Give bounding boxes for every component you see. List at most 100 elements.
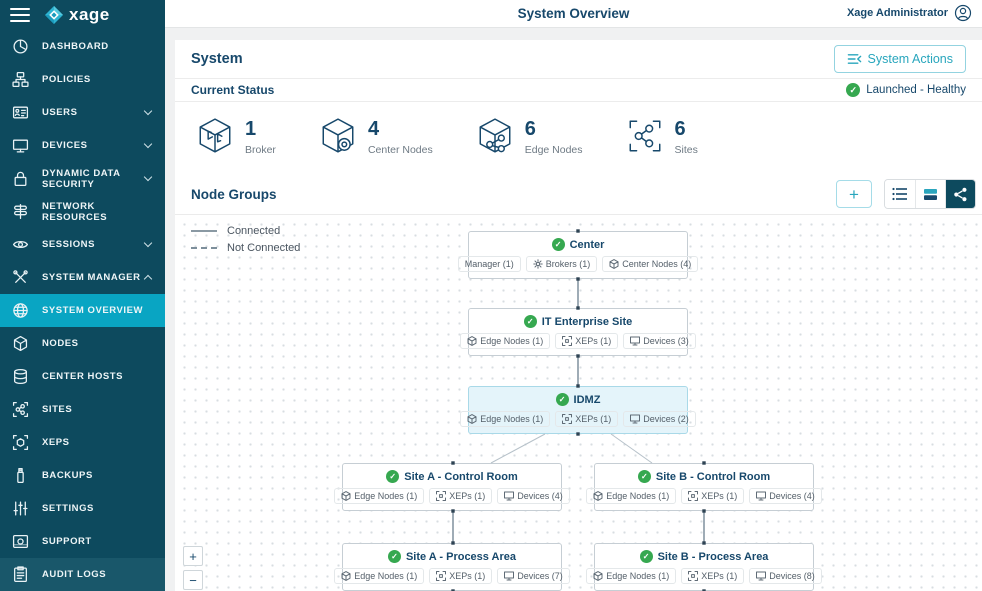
status-badge: ✓ Launched - Healthy: [846, 83, 966, 97]
sidebar-item-dynamic-data-security[interactable]: DYNAMIC DATA SECURITY: [0, 162, 165, 195]
monitor-icon: [756, 571, 767, 581]
monitor-icon: [504, 571, 515, 581]
user-menu[interactable]: Xage Administrator: [847, 4, 972, 22]
current-status-row: Current Status ✓ Launched - Healthy: [175, 78, 982, 102]
dashboard-icon: [13, 39, 28, 54]
node-groups-toolbar: +: [836, 179, 976, 209]
sidebar-item-center-hosts[interactable]: CENTER HOSTS: [0, 360, 165, 393]
list-view-button[interactable]: [885, 180, 915, 208]
sidebar-item-dashboard[interactable]: DASHBOARD: [0, 30, 165, 63]
stat-edge-nodes: 6 Edge Nodes: [475, 116, 583, 156]
chip-manager: Manager (1): [457, 256, 521, 272]
sidebar-item-system-overview[interactable]: SYSTEM OVERVIEW: [0, 294, 165, 327]
chip-xeps: XEPs (1): [681, 568, 745, 584]
xage-logo: xage: [44, 5, 110, 25]
healthy-check-icon: ✓: [639, 550, 653, 563]
chip-edge-nodes: Edge Nodes (1): [334, 568, 425, 584]
view-switcher: [884, 179, 976, 209]
sidebar-header: xage: [0, 0, 165, 30]
users-icon: [12, 106, 29, 119]
chip-edge-nodes: Edge Nodes (1): [460, 411, 551, 427]
sidebar-item-users[interactable]: USERS: [0, 96, 165, 129]
center-node-cube-icon: [322, 118, 354, 153]
node-card-it-enterprise-site[interactable]: ✓IT Enterprise Site Edge Nodes (1) XEPs …: [460, 308, 696, 356]
chevron-down-icon: [143, 238, 153, 248]
xep-icon: [688, 491, 699, 501]
sidebar-item-sessions[interactable]: SESSIONS: [0, 228, 165, 261]
current-status-label: Current Status: [191, 83, 275, 97]
sidebar-item-backups[interactable]: BACKUPS: [0, 459, 165, 492]
stat-center-nodes: 4 Center Nodes: [318, 116, 433, 156]
sidebar-item-network-resources[interactable]: NETWORK RESOURCES: [0, 195, 165, 228]
graph-view-icon: [954, 187, 967, 201]
sidebar-item-settings[interactable]: SETTINGS: [0, 492, 165, 525]
chip-brokers: Brokers (1): [525, 256, 598, 272]
cube-icon: [13, 335, 28, 352]
cube-icon: [467, 336, 477, 346]
stat-label: Center Nodes: [367, 144, 433, 156]
healthy-check-icon: ✓: [846, 83, 861, 97]
node-card-center[interactable]: ✓Center Manager (1) Brokers (1) Center N…: [457, 231, 699, 279]
stats-row: 1 Broker 4 Center Nodes 6 Edge Nodes: [175, 102, 982, 174]
sidebar-item-sites[interactable]: SITES: [0, 393, 165, 426]
stat-value: 6: [524, 118, 536, 140]
node-card-site-b-control-room[interactable]: ✓Site B - Control Room Edge Nodes (1) XE…: [586, 463, 822, 511]
user-avatar-icon: [954, 4, 972, 22]
monitor-icon: [756, 491, 767, 501]
system-panel: System System Actions Current Status ✓ L…: [175, 40, 982, 591]
chip-edge-nodes: Edge Nodes (1): [586, 568, 677, 584]
legend: Connected Not Connected: [191, 225, 300, 259]
system-heading: System: [191, 51, 243, 67]
sidebar-item-nodes[interactable]: NODES: [0, 327, 165, 360]
node-card-site-b-process-area[interactable]: ✓Site B - Process Area Edge Nodes (1) XE…: [586, 543, 822, 591]
sidebar-item-xeps[interactable]: XEPS: [0, 426, 165, 459]
database-icon: [14, 368, 27, 385]
node-card-site-a-process-area[interactable]: ✓Site A - Process Area Edge Nodes (1) XE…: [334, 543, 570, 591]
hamburger-menu-icon[interactable]: [10, 4, 30, 26]
solid-line-sample: [191, 230, 217, 232]
healthy-check-icon: ✓: [551, 238, 565, 251]
stat-broker: 1 Broker: [195, 116, 276, 156]
node-graph-canvas[interactable]: Connected Not Connected ✓Center Manager …: [175, 214, 982, 591]
cube-icon: [609, 259, 619, 269]
stat-sites: 6 Sites: [625, 116, 698, 156]
sidebar: xage DASHBOARD POLICIES USERS DEVICES DY…: [0, 0, 165, 591]
stat-label: Sites: [674, 144, 698, 156]
chip-devices: Devices (3): [623, 333, 696, 349]
chip-xeps: XEPs (1): [555, 411, 619, 427]
chip-devices: Devices (4): [749, 488, 822, 504]
sidebar-item-audit-logs[interactable]: AUDIT LOGS: [0, 558, 165, 591]
xep-icon: [436, 491, 447, 501]
node-groups-heading: Node Groups: [191, 186, 277, 202]
backup-drive-icon: [17, 467, 24, 484]
card-view-button[interactable]: [915, 180, 945, 208]
lock-icon: [14, 171, 27, 187]
add-node-group-button[interactable]: +: [836, 180, 872, 208]
sidebar-item-system-manager[interactable]: SYSTEM MANAGER: [0, 261, 165, 294]
node-card-idmz[interactable]: ✓IDMZ Edge Nodes (1) XEPs (1) Devices (2…: [460, 386, 696, 434]
monitor-icon: [504, 491, 515, 501]
chip-devices: Devices (7): [497, 568, 570, 584]
chip-edge-nodes: Edge Nodes (1): [586, 488, 677, 504]
sidebar-item-policies[interactable]: POLICIES: [0, 63, 165, 96]
zoom-in-button[interactable]: +: [183, 546, 203, 566]
sidebar-item-support[interactable]: SUPPORT: [0, 525, 165, 558]
system-header-row: System System Actions: [175, 40, 982, 78]
graph-view-button[interactable]: [945, 180, 975, 208]
node-groups-header-row: Node Groups +: [175, 174, 982, 214]
chip-xeps: XEPs (1): [555, 333, 619, 349]
stat-value: 1: [245, 118, 257, 140]
sidebar-item-devices[interactable]: DEVICES: [0, 129, 165, 162]
node-card-site-a-control-room[interactable]: ✓Site A - Control Room Edge Nodes (1) XE…: [334, 463, 570, 511]
healthy-check-icon: ✓: [386, 470, 400, 483]
system-actions-button[interactable]: System Actions: [833, 45, 966, 73]
stat-label: Edge Nodes: [524, 144, 583, 156]
stat-value: 6: [674, 118, 686, 140]
legend-not-connected: Not Connected: [191, 242, 300, 254]
xage-logo-icon: [45, 6, 63, 24]
cube-icon: [593, 571, 603, 581]
actions-menu-icon: [847, 54, 861, 64]
legend-connected: Connected: [191, 225, 300, 237]
zoom-out-button[interactable]: −: [183, 570, 203, 590]
top-bar: System Overview Xage Administrator: [165, 0, 982, 28]
